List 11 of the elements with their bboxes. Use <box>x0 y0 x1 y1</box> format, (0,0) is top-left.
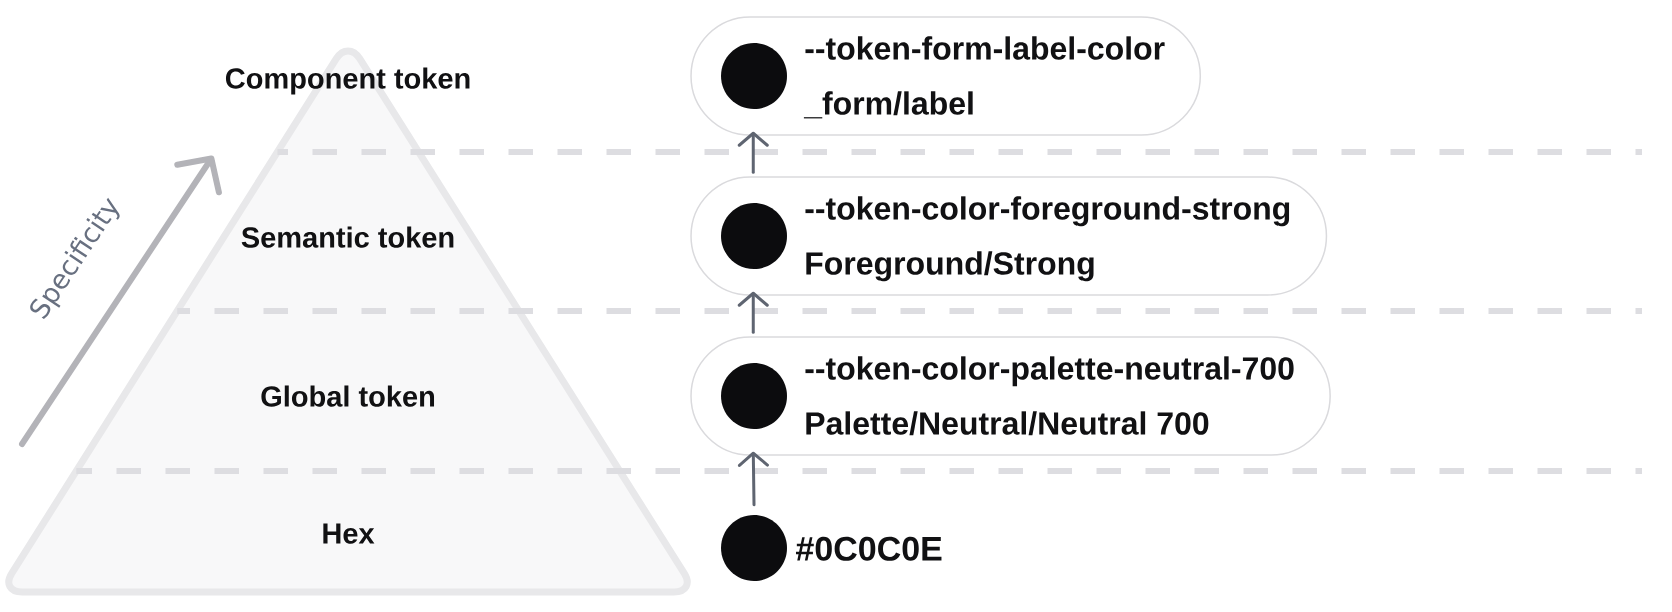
token-name: _form/label <box>803 91 973 119</box>
tier-label: Semantic token <box>241 226 454 248</box>
token-name: --token-color-foreground-strong <box>805 196 1290 227</box>
tier-label: Global token <box>261 385 434 407</box>
hex-code: #0C0C0E <box>796 536 942 561</box>
tier-label: Hex <box>323 523 375 544</box>
token-name: Palette/Neutral/Neutral 700 <box>806 411 1209 436</box>
token-name: --token-form-label-color <box>805 36 1165 60</box>
token-name: --token-color-palette-neutral-700 <box>805 356 1294 387</box>
tier-label: Component token <box>225 67 470 95</box>
token-name: Foreground/Strong <box>806 251 1094 282</box>
